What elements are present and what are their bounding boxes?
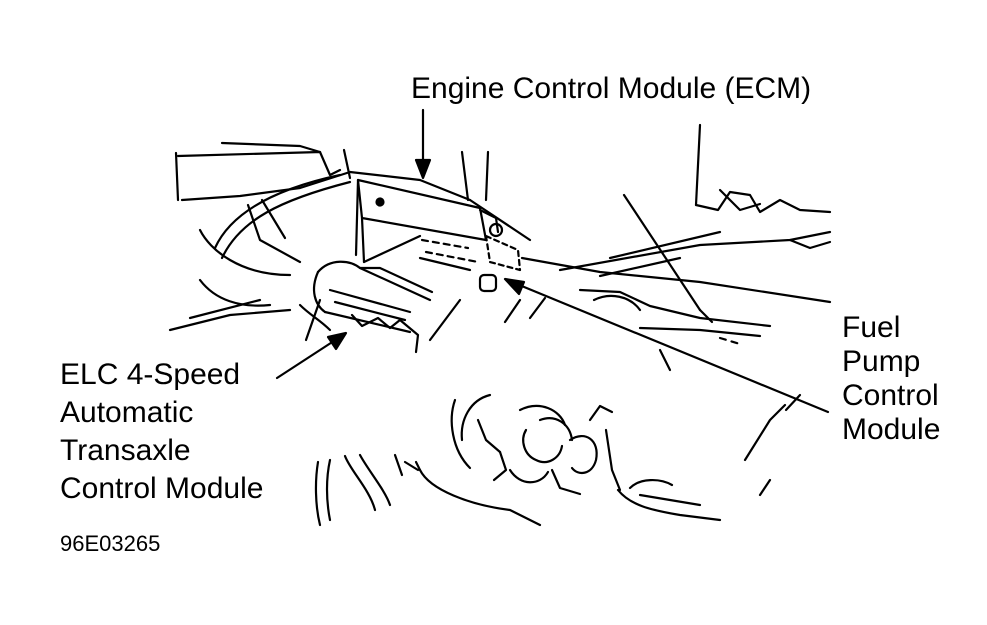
ecm-box [354, 178, 500, 272]
lower-right-outline [604, 348, 802, 522]
label-line: Module [842, 413, 941, 446]
lower-fittings [414, 393, 614, 527]
fuel-pump-arrow-line [510, 280, 830, 414]
upper-body-outline [174, 141, 532, 242]
fuel-pump-module-shape [478, 222, 522, 293]
transaxle-arrow-head [326, 331, 348, 351]
ecm-label: Engine Control Module (ECM) [411, 72, 812, 105]
label-line: Transaxle [60, 434, 191, 467]
transaxle-module-shape [304, 260, 434, 354]
transaxle-control-module-label: ELC 4-Speed Automatic Transaxle Control … [60, 356, 263, 508]
label-line: ELC 4-Speed [60, 358, 241, 391]
figure-code: 96E03265 [60, 531, 161, 556]
label-line: Automatic [60, 396, 194, 429]
leader-arrows [275, 108, 830, 414]
fuel-pump-arrow-head [503, 277, 526, 296]
fuel-pump-control-module-label: Fuel Pump Control Module [842, 311, 940, 447]
right-engine-outline [428, 123, 832, 346]
label-line: Control Module [60, 472, 264, 505]
label-line: Fuel [842, 311, 901, 344]
label-line: Control [842, 379, 939, 412]
ecm-arrow-head [414, 158, 432, 180]
transaxle-arrow-line [275, 335, 342, 380]
lower-left-hoses [314, 453, 420, 527]
label-line: Pump [842, 345, 921, 378]
